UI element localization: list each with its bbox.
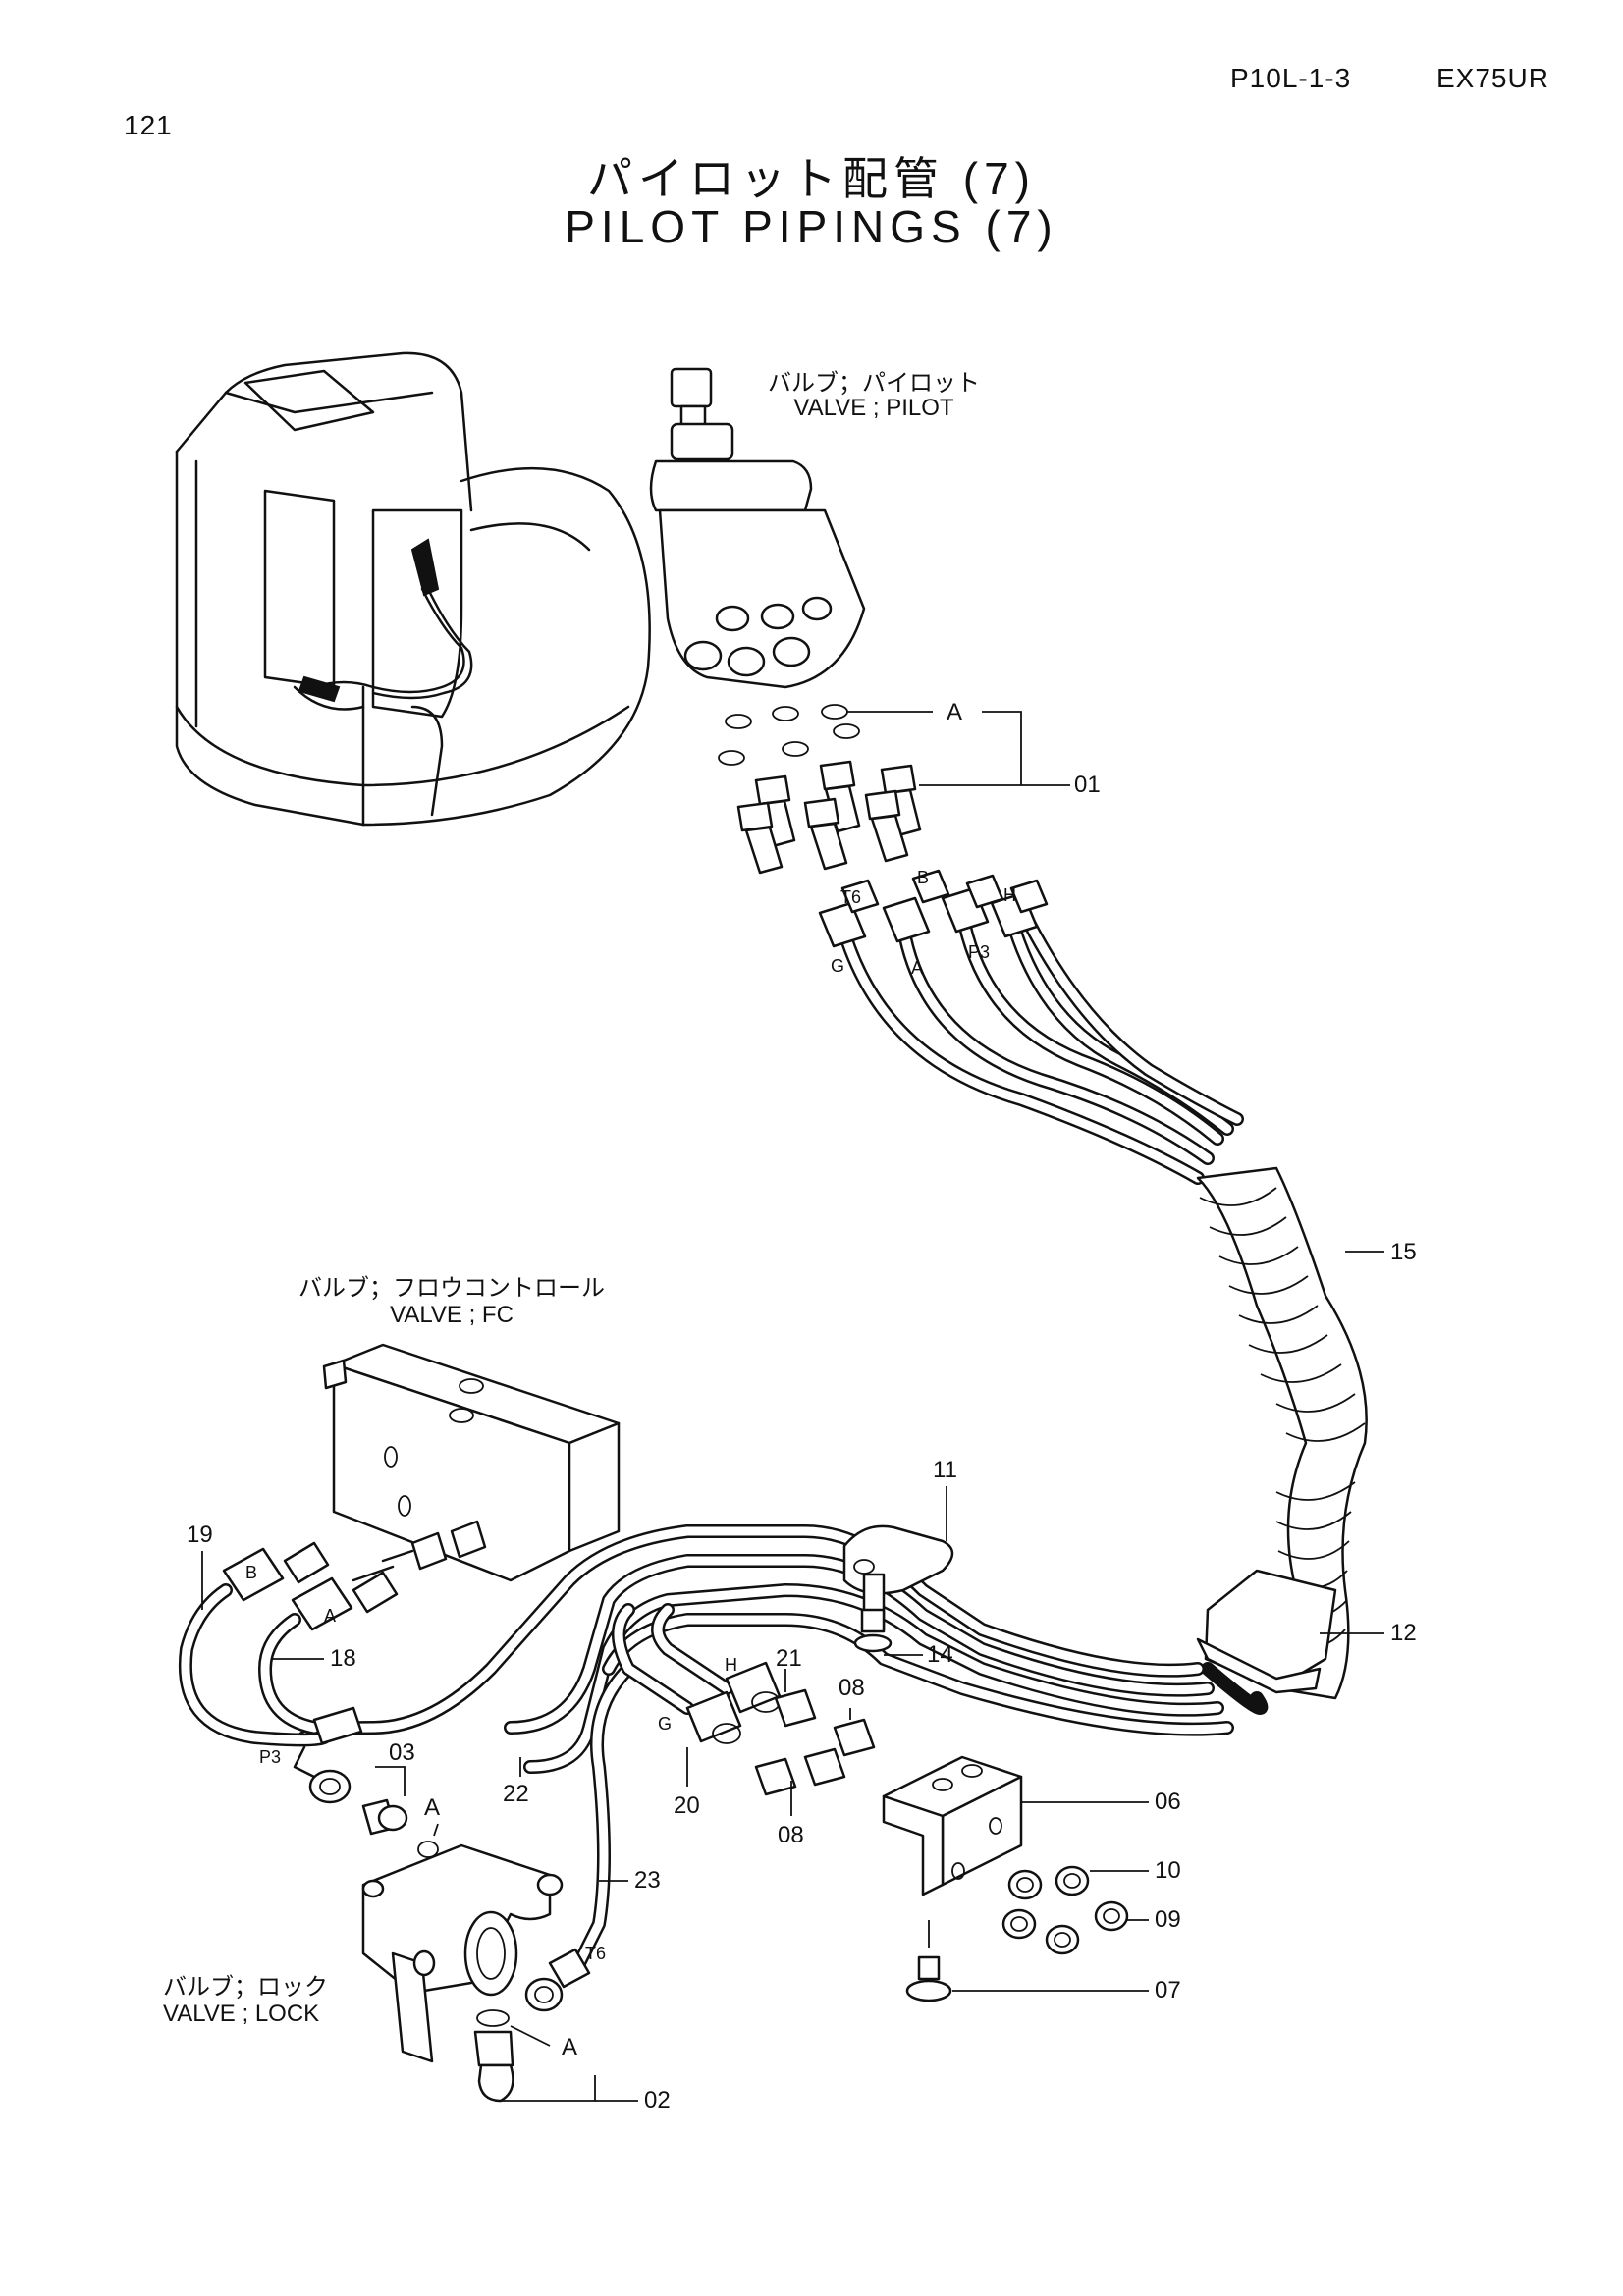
grommet-12 bbox=[1196, 1569, 1337, 1694]
part-number-20: 20 bbox=[674, 1792, 700, 1819]
part-number-09: 09 bbox=[1155, 1906, 1181, 1933]
fittings-and-bracket bbox=[685, 1661, 1129, 1955]
part-number-23: 23 bbox=[634, 1867, 661, 1894]
title-japanese: パイロット配管 (7) bbox=[587, 153, 1036, 204]
pilot-valve-label-jp: バルブ；パイロット bbox=[768, 370, 980, 397]
port-a-fc: A bbox=[324, 1606, 337, 1626]
part-number-18: 18 bbox=[330, 1645, 356, 1672]
page-number: 121 bbox=[124, 110, 173, 140]
port-p3-mid: P3 bbox=[259, 1747, 282, 1767]
port-b-fc: B bbox=[245, 1563, 258, 1582]
port-g-top: G bbox=[831, 956, 845, 976]
part-number-21: 21 bbox=[776, 1645, 802, 1672]
bolt-14 bbox=[853, 1608, 893, 1653]
adapters-01 bbox=[736, 760, 922, 875]
part-number-12: 12 bbox=[1390, 1620, 1417, 1646]
part-number-06: 06 bbox=[1155, 1789, 1181, 1815]
port-h-top: H bbox=[1003, 885, 1016, 905]
port-g-mid: G bbox=[658, 1714, 673, 1734]
part-number-14: 14 bbox=[927, 1641, 953, 1668]
p3-adapter-03 bbox=[293, 1745, 439, 1858]
excavator-cab-drawing bbox=[175, 351, 651, 827]
port-a-top: A bbox=[911, 958, 924, 978]
ref-a-03: A bbox=[424, 1794, 441, 1821]
pilot-valve-label-en: VALVE ; PILOT bbox=[793, 395, 954, 421]
hoses-18-19 bbox=[178, 1541, 399, 1747]
part-number-08-upper: 08 bbox=[839, 1675, 865, 1701]
part-number-01: 01 bbox=[1074, 772, 1101, 798]
port-p3-top: P3 bbox=[968, 942, 991, 962]
pilot-valve-drawing bbox=[649, 367, 866, 689]
model-code: EX75UR bbox=[1436, 63, 1549, 93]
title-english: PILOT PIPINGS (7) bbox=[565, 201, 1058, 252]
page-code: P10L-1-3 bbox=[1230, 63, 1352, 93]
part-number-15: 15 bbox=[1390, 1239, 1417, 1265]
part-number-02: 02 bbox=[644, 2087, 671, 2113]
part-number-10: 10 bbox=[1155, 1857, 1181, 1884]
leader-lines bbox=[201, 711, 1384, 2102]
pilot-hose-bundle bbox=[818, 869, 1244, 1185]
fc-valve-label-en: VALVE ; FC bbox=[390, 1302, 514, 1328]
part-number-22: 22 bbox=[503, 1781, 529, 1807]
part-number-11: 11 bbox=[933, 1457, 957, 1483]
port-b-top: B bbox=[917, 868, 930, 887]
o-rings-top bbox=[718, 704, 860, 766]
lock-valve-label-jp: バルブ；ロック bbox=[163, 1974, 328, 2001]
part-number-08-lower: 08 bbox=[778, 1822, 804, 1848]
part-number-03: 03 bbox=[389, 1739, 415, 1766]
bolt-07 bbox=[905, 1920, 952, 2002]
part-number-07: 07 bbox=[1155, 1977, 1181, 2003]
port-t6-lock: T6 bbox=[585, 1944, 607, 1963]
port-t6-top: T6 bbox=[840, 887, 862, 907]
port-h-mid: H bbox=[725, 1655, 737, 1675]
lock-valve-label-en: VALVE ; LOCK bbox=[163, 2001, 320, 2027]
fc-valve-drawing bbox=[322, 1343, 621, 1582]
part-number-19: 19 bbox=[187, 1522, 213, 1548]
ref-a-02: A bbox=[562, 2034, 578, 2060]
lock-valve-drawing bbox=[361, 1843, 591, 2103]
ref-a-top: A bbox=[947, 699, 963, 725]
fc-valve-label-jp: バルブ；フロウコントロール bbox=[298, 1275, 605, 1302]
